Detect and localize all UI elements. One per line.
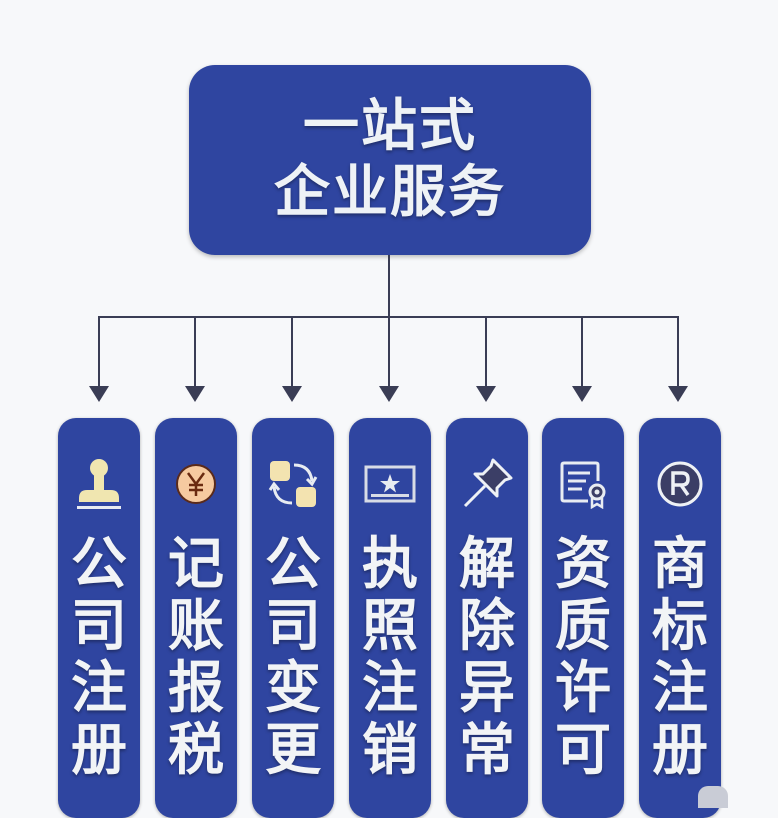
card-char: 可 [555,718,611,783]
certificate-icon [555,456,611,512]
card-char: 许 [555,656,611,721]
card-char: 公 [71,532,127,597]
arrow-down-icon [282,386,302,402]
service-card-company-change[interactable]: 公 司 变 更 [252,418,334,818]
connector-drop-4 [388,316,390,388]
service-card-bookkeeping-tax[interactable]: 记 账 报 税 [155,418,237,818]
arrow-down-icon [572,386,592,402]
card-char: 注 [362,656,418,721]
card-char: 册 [71,718,127,783]
pushpin-icon [459,456,515,512]
card-char: 执 [362,532,418,597]
service-card-remove-abnormal[interactable]: 解 除 异 常 [446,418,528,818]
service-card-company-registration[interactable]: 公 司 注 册 [58,418,140,818]
title-box: 一站式 企业服务 [189,65,591,255]
card-char: 记 [168,532,224,597]
connector-drop-7 [677,316,679,388]
card-char: 除 [459,594,515,659]
card-char: 标 [652,594,708,659]
arrow-down-icon [668,386,688,402]
connector-drop-3 [291,316,293,388]
registered-trademark-icon [652,456,708,512]
card-char: 司 [71,594,127,659]
title-line-2: 企业服务 [274,160,506,225]
card-char: 账 [168,594,224,659]
card-char: 司 [265,594,321,659]
card-char: 照 [362,594,418,659]
arrow-down-icon [476,386,496,402]
yuan-coin-icon [168,456,224,512]
card-char: 异 [459,656,515,721]
card-char: 解 [459,532,515,597]
service-card-trademark-registration[interactable]: 商 标 注 册 [639,418,721,818]
arrow-down-icon [89,386,109,402]
card-char: 质 [555,594,611,659]
swap-arrows-icon [265,456,321,512]
card-char: 销 [362,718,418,783]
card-char: 注 [71,656,127,721]
arrow-down-icon [379,386,399,402]
card-char: 商 [652,532,708,597]
title-line-1: 一站式 [303,94,477,159]
service-card-license-cancellation[interactable]: 执 照 注 销 [349,418,431,818]
card-char: 税 [168,718,224,783]
card-char: 常 [459,718,515,783]
card-char: 变 [265,656,321,721]
connector-drop-6 [581,316,583,388]
license-star-icon [362,456,418,512]
connector-drop-5 [485,316,487,388]
card-char: 注 [652,656,708,721]
card-char: 报 [168,656,224,721]
connector-trunk [388,255,390,317]
watermark-badge [698,786,728,808]
connector-drop-2 [194,316,196,388]
stamp-icon [71,456,127,512]
arrow-down-icon [185,386,205,402]
card-char: 更 [265,718,321,783]
card-char: 册 [652,718,708,783]
card-char: 资 [555,532,611,597]
connector-drop-1 [98,316,100,388]
card-char: 公 [265,532,321,597]
service-card-qualification-permit[interactable]: 资 质 许 可 [542,418,624,818]
